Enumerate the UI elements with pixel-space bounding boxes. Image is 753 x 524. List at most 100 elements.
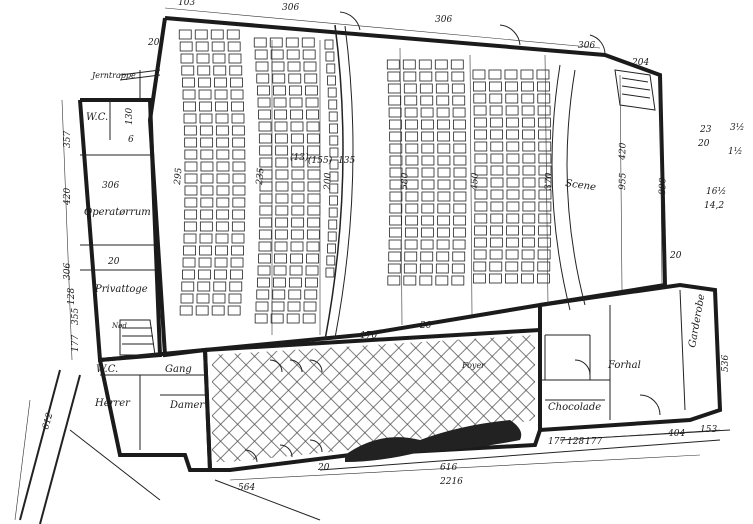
note-5: 16½ [706,186,726,197]
seat [257,277,270,288]
seat [291,193,305,204]
seat [290,253,303,264]
seat [437,167,451,178]
seat [232,137,246,148]
dim-bal-295: 295 [173,167,185,186]
seat [182,269,195,280]
seat [216,197,230,208]
seat [181,65,195,76]
external-iron-stair [119,69,161,100]
inner-walls [80,100,686,450]
seat [254,313,268,324]
seat [183,113,197,124]
seat [389,131,403,142]
seat [305,85,318,96]
seat [215,113,229,124]
seat [259,217,273,228]
label-privattoge: Privattoge [94,284,148,295]
seat [421,191,435,202]
seat [437,203,451,214]
seat [474,153,488,164]
seat [506,201,520,212]
seat [227,41,241,52]
seat [436,239,450,250]
seat [490,177,504,188]
seat [274,109,287,120]
seat [232,149,246,160]
seat [306,133,320,144]
seat [307,193,321,204]
seat [436,119,450,130]
dim-bot-564: 564 [238,483,255,493]
seat [200,173,214,184]
seat [490,153,504,164]
seat [255,61,269,72]
seat [199,101,212,112]
seat [259,205,273,216]
seat [388,95,402,106]
seat [403,275,417,286]
seat [451,71,465,82]
seat [215,101,228,112]
seat [275,145,289,156]
seat [291,181,305,192]
dim-top-103: 103 [178,0,195,8]
seat [216,137,230,148]
seat [328,99,338,110]
seat [230,269,243,280]
seat [506,213,520,224]
note-1: 23 [699,125,712,135]
seat [307,205,321,216]
seat [404,239,418,250]
seat [453,215,467,226]
seat [256,289,270,300]
seat [326,255,336,266]
seat [327,243,336,254]
seat [327,87,337,98]
seat [306,253,319,264]
seat [184,149,198,160]
seat [537,93,551,104]
seat [196,293,210,304]
seat [275,181,289,192]
seat [287,301,301,312]
seat [389,215,403,226]
seat [405,191,419,202]
seat [256,73,270,84]
dim-top-20: 20 [147,38,160,48]
dim-mid-170: 170 [360,331,377,341]
seat [453,155,467,166]
seat [329,135,339,146]
seat [419,83,433,94]
seat [324,39,334,50]
seat [387,71,401,82]
seat [305,265,319,276]
seat [506,177,520,188]
seat [418,59,432,70]
seat [473,261,487,272]
seat [537,261,551,272]
seat [420,239,434,250]
seat [200,185,214,196]
dim-top-204: 204 [631,58,649,68]
seat [522,177,536,188]
seat [451,263,465,274]
seat [538,165,552,176]
seat [213,281,227,292]
seat [228,53,242,64]
seat [184,173,198,184]
seat [435,83,449,94]
seat [405,179,419,190]
seat [273,85,286,96]
seat [231,125,245,136]
seat [522,225,535,236]
dim-scene-420: 420 [618,142,629,161]
seat [472,69,486,80]
seat [326,63,336,74]
seat [199,113,213,124]
dim-mid-20: 20 [419,321,432,331]
seat [537,249,551,260]
seat [226,29,240,40]
seat [387,275,401,286]
seat [197,65,211,76]
